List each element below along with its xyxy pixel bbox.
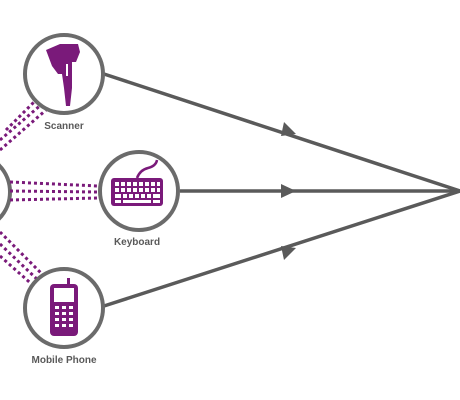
dotted-connectors xyxy=(0,96,99,290)
dotted-connector-keyboard xyxy=(9,180,99,188)
dotted-connector-phone xyxy=(0,242,42,284)
arrowhead-scanner xyxy=(281,122,296,136)
dotted-connector-scanner xyxy=(0,108,47,152)
hub-node-circle xyxy=(0,163,12,221)
barcode-scanner-icon xyxy=(46,44,80,106)
dotted-connector-scanner xyxy=(4,96,40,132)
arrowheads xyxy=(281,122,296,260)
mobile-phone-label: Mobile Phone xyxy=(31,355,97,366)
arrowhead-phone xyxy=(281,246,296,260)
keyboard-label: Keyboard xyxy=(113,237,161,248)
dotted-connector-scanner xyxy=(0,102,43,142)
mobile-phone-icon xyxy=(50,278,78,336)
arrowhead-keyboard xyxy=(281,184,296,198)
dotted-connector-keyboard xyxy=(9,189,99,194)
keyboard-icon xyxy=(111,159,163,206)
scanner-label: Scanner xyxy=(44,121,84,132)
dotted-connector-keyboard xyxy=(9,196,99,202)
dotted-connector-phone xyxy=(0,230,46,278)
dotted-connector-phone xyxy=(0,254,37,290)
